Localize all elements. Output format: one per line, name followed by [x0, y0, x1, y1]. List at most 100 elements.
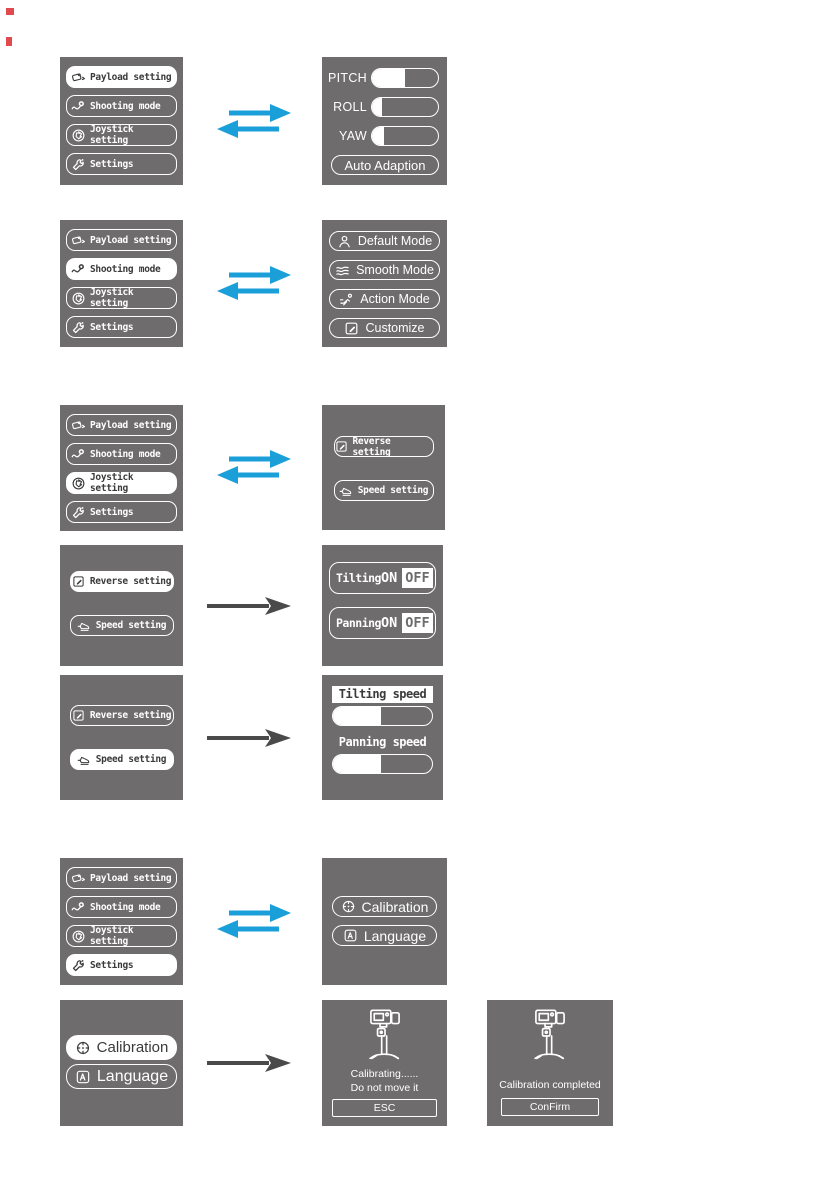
calibration-icon [341, 899, 356, 914]
submenu-label: Speed setting [95, 754, 167, 765]
shooting-mode-screen: Default Mode Smooth Mode Action Mode Cus… [322, 220, 447, 347]
tilting-switch[interactable]: Tilting ON OFF [329, 562, 436, 594]
tilting-on-option[interactable]: ON [380, 570, 398, 586]
language-button[interactable]: Language [332, 925, 437, 946]
submenu-label: Speed setting [95, 620, 167, 631]
default-mode-button[interactable]: Default Mode [329, 231, 440, 251]
skate-icon [77, 753, 91, 767]
settings-item-label: Calibration [361, 898, 429, 915]
menu-item-label: Settings [90, 959, 134, 971]
menu-item-label: Settings [90, 506, 134, 518]
yaw-slider[interactable] [371, 126, 439, 146]
payload-setting-screen: PITCH ROLL YAW Auto Adaption [322, 57, 447, 185]
person-icon [337, 234, 352, 249]
page-artifact [6, 37, 12, 46]
calibrating-screen: Calibrating...... Do not move it ESC [322, 1000, 447, 1126]
speed-setting-button[interactable]: Speed setting [69, 749, 174, 770]
reverse-setting-button[interactable]: Reverse setting [69, 705, 174, 726]
menu-item-payload-setting[interactable]: Payload setting [66, 867, 177, 889]
submenu-label: Speed setting [357, 485, 429, 496]
menu-item-shooting-mode[interactable]: Shooting mode [66, 443, 177, 465]
reverse-setting-button[interactable]: Reverse setting [333, 435, 434, 458]
panning-label: Panning [336, 616, 381, 630]
panning-speed-slider[interactable] [332, 754, 433, 774]
menu-item-label: Shooting mode [90, 448, 161, 460]
pitch-label: PITCH [328, 71, 367, 85]
do-not-move-text: Do not move it [350, 1082, 419, 1094]
menu-item-label: Shooting mode [90, 263, 161, 275]
menu-item-joystick-setting[interactable]: Joystick setting [66, 124, 177, 146]
payload-icon [71, 418, 86, 433]
menu-item-settings[interactable]: Settings [66, 954, 177, 976]
settings-item-label: Language [363, 927, 427, 944]
menu-item-payload-setting[interactable]: Payload setting [66, 229, 177, 251]
reverse-setting-button[interactable]: Reverse setting [69, 571, 174, 592]
tilting-speed-slider[interactable] [332, 706, 433, 726]
roll-slider[interactable] [371, 97, 439, 117]
menu-item-settings[interactable]: Settings [66, 501, 177, 523]
wrench-icon [71, 505, 86, 520]
confirm-button[interactable]: ConFirm [501, 1098, 599, 1116]
calibration-button[interactable]: Calibration [66, 1035, 177, 1060]
joystick-icon [71, 929, 86, 944]
pitch-slider[interactable] [371, 68, 439, 88]
speed-setting-screen: Tilting speed Panning speed [322, 675, 443, 800]
shooting-mode-icon [71, 262, 86, 277]
calibration-button[interactable]: Calibration [332, 896, 437, 917]
menu-item-payload-setting[interactable]: Payload setting [66, 414, 177, 436]
arrow-right-icon [203, 594, 293, 623]
joystick-icon [71, 128, 86, 143]
menu-item-settings[interactable]: Settings [66, 153, 177, 175]
esc-button[interactable]: ESC [332, 1099, 437, 1117]
language-icon [343, 928, 358, 943]
action-mode-button[interactable]: Action Mode [329, 289, 440, 309]
joystick-submenu-screen-reverse: Reverse setting Speed setting [60, 545, 183, 666]
speed-setting-button[interactable]: Speed setting [69, 615, 174, 636]
edit-icon [72, 709, 85, 722]
yaw-label: YAW [339, 129, 367, 143]
edit-icon [335, 440, 348, 453]
wrench-icon [71, 958, 86, 973]
joystick-submenu-screen-speed: Reverse setting Speed setting [60, 675, 183, 800]
shooting-mode-icon [71, 447, 86, 462]
submenu-label: Reverse setting [352, 435, 391, 458]
calibration-completed-text: Calibration completed [499, 1079, 601, 1091]
tilting-speed-label[interactable]: Tilting speed [332, 686, 433, 703]
customize-button[interactable]: Customize [329, 318, 440, 338]
panning-on-option[interactable]: ON [380, 615, 398, 631]
settings-item-label: Calibration [96, 1039, 169, 1056]
bidirectional-arrow-icon [215, 264, 293, 307]
language-icon [75, 1069, 91, 1085]
tilting-off-option[interactable]: OFF [402, 568, 433, 588]
menu-item-joystick-setting[interactable]: Joystick setting [66, 925, 177, 947]
payload-icon [71, 233, 86, 248]
language-button[interactable]: Language [66, 1064, 177, 1089]
menu-item-shooting-mode[interactable]: Shooting mode [66, 95, 177, 117]
smooth-mode-button[interactable]: Smooth Mode [329, 260, 440, 280]
calibration-completed-screen: Calibration completed ConFirm [487, 1000, 613, 1126]
payload-icon [71, 70, 86, 85]
calibrating-text: Calibrating...... [350, 1068, 419, 1080]
panning-switch[interactable]: Panning ON OFF [329, 607, 436, 639]
menu-item-joystick-setting[interactable]: Joystick setting [66, 472, 177, 494]
speed-setting-button[interactable]: Speed setting [333, 480, 434, 501]
joystick-icon [71, 291, 86, 306]
mode-label: Smooth Mode [356, 263, 434, 277]
menu-item-payload-setting[interactable]: Payload setting [66, 66, 177, 88]
arrow-right-icon [203, 1051, 293, 1080]
menu-item-label: Payload setting [90, 71, 172, 83]
menu-item-label: Payload setting [90, 872, 172, 884]
menu-item-settings[interactable]: Settings [66, 316, 177, 338]
reverse-setting-screen: Tilting ON OFF Panning ON OFF [322, 545, 443, 666]
bidirectional-arrow-icon [215, 902, 293, 945]
menu-item-joystick-setting[interactable]: Joystick setting [66, 287, 177, 309]
panning-speed-label[interactable]: Panning speed [338, 735, 427, 749]
joystick-icon [71, 476, 86, 491]
wrench-icon [71, 320, 86, 335]
panning-off-option[interactable]: OFF [402, 613, 433, 633]
auto-adaption-button[interactable]: Auto Adaption [331, 155, 439, 175]
menu-item-shooting-mode[interactable]: Shooting mode [66, 896, 177, 918]
submenu-label: Reverse setting [89, 576, 172, 587]
menu-item-shooting-mode[interactable]: Shooting mode [66, 258, 177, 280]
main-menu-screen-joystick: Payload setting Shooting mode Joystick s… [60, 405, 183, 531]
